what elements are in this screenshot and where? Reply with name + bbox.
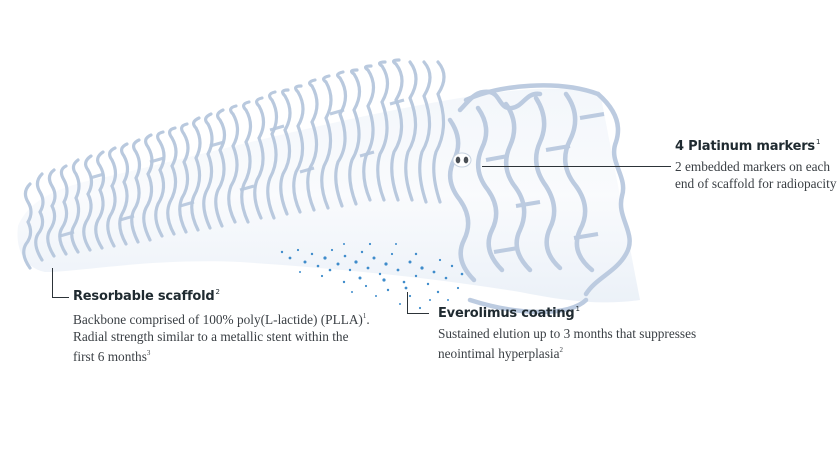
scaffold-end-rings [447, 83, 632, 315]
scaffold-envelope [17, 88, 640, 303]
reference-superscript: 3 [146, 349, 151, 357]
callout-everolimus-coating: Everolimus coating1 Sustained elution up… [438, 305, 718, 362]
reference-superscript: 1 [362, 312, 367, 320]
everolimus-dots [280, 242, 464, 310]
scaffold-end-links [485, 112, 605, 254]
reference-superscript: 1 [815, 138, 821, 146]
reference-superscript: 1 [575, 305, 580, 313]
callout-body: 2 embedded markers on each end of scaffo… [675, 159, 837, 191]
callout-resorbable-scaffold: Resorbable scaffold2 Backbone comprised … [73, 288, 373, 365]
callout-title: 4 Platinum markers1 [675, 138, 821, 154]
scaffold-rings [22, 58, 446, 270]
callout-title: Everolimus coating1 [438, 305, 580, 321]
platinum-leader-line [482, 166, 671, 168]
scaffold-leader-vertical [52, 268, 54, 298]
coating-leader-horizontal [407, 313, 429, 315]
scaffold-leader-horizontal [52, 297, 69, 299]
callout-body: Backbone comprised of 100% poly(L-lactid… [73, 312, 370, 364]
platinum-markers-icon [452, 152, 472, 168]
callout-body: Sustained elution up to 3 months that su… [438, 326, 697, 361]
coating-leader-vertical [407, 292, 409, 314]
reference-superscript: 2 [559, 346, 563, 354]
callout-title: Resorbable scaffold2 [73, 288, 220, 304]
scaffold-links [59, 98, 405, 238]
callout-platinum-markers: 4 Platinum markers1 2 embedded markers o… [675, 138, 840, 192]
reference-superscript: 2 [215, 288, 220, 296]
